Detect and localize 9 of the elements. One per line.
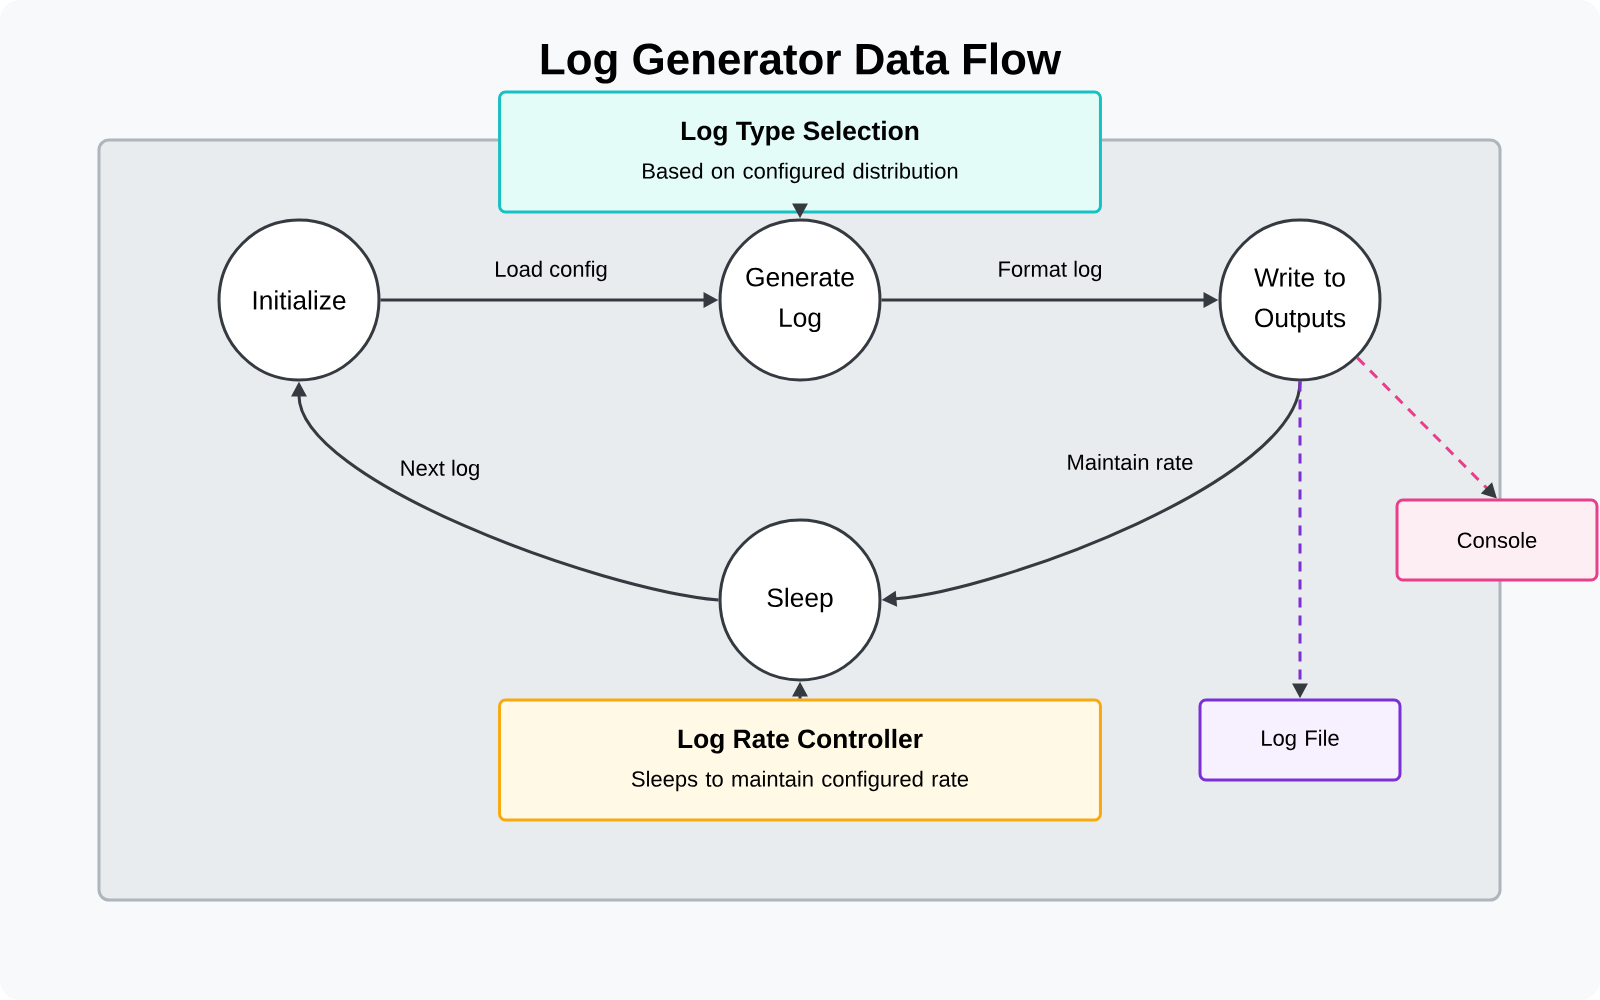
process-box: Log File bbox=[1198, 698, 1402, 782]
title: Log Generator Data Flow bbox=[541, 42, 1062, 84]
edge-label: Next log bbox=[401, 459, 479, 481]
process-box: Log Type Selection Based on configured distribution bbox=[498, 90, 1102, 214]
process-box: Console bbox=[1395, 498, 1599, 582]
edge-label: Load config bbox=[496, 260, 607, 282]
edge-label: Maintain rate bbox=[1068, 453, 1193, 471]
process-box: Log Rate Controller Sleeps to maintain configured rate bbox=[498, 698, 1102, 822]
edge-label: Format log bbox=[999, 260, 1102, 282]
